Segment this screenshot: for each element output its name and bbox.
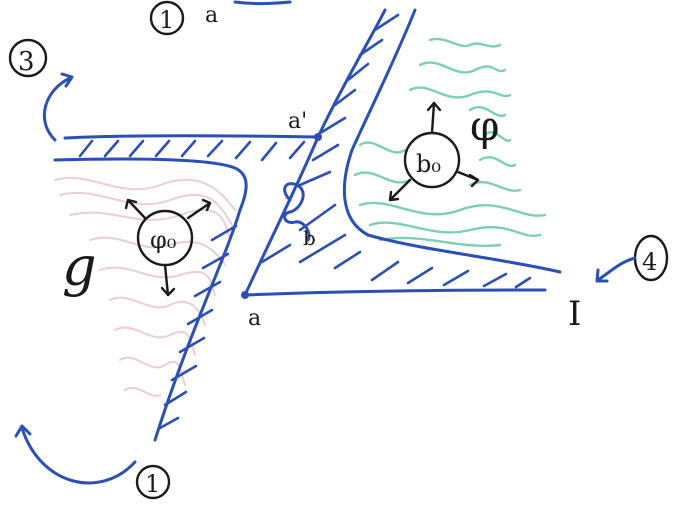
arrows [16, 2, 635, 483]
green-scribble-region [355, 39, 545, 246]
label-b: b [303, 226, 316, 250]
point-a [241, 291, 249, 299]
circled-4: 4 [635, 236, 667, 280]
label-I: I [568, 294, 581, 334]
label-a-top: a [205, 3, 218, 28]
svg-text:1: 1 [159, 6, 174, 34]
circled-3: 3 [10, 40, 46, 77]
arrow-4 [598, 258, 635, 280]
top-stroke [235, 2, 290, 4]
arrow-1-bottom [22, 428, 135, 483]
label-a-mid: a [248, 306, 261, 331]
phi0-label: φ₀ [150, 226, 176, 254]
svg-text:3: 3 [18, 47, 35, 77]
svg-text:1: 1 [145, 470, 160, 498]
phi0-node: φ₀ [126, 200, 210, 295]
svg-text:4: 4 [642, 248, 657, 276]
label-phi: φ [470, 101, 499, 150]
label-g: g [62, 235, 97, 298]
circled-1-bottom: 1 [137, 466, 169, 498]
point-a-prime [314, 133, 322, 141]
label-a-prime: a' [288, 109, 307, 134]
circled-1-top: 1 [151, 2, 183, 34]
b0-label: b₀ [416, 150, 441, 178]
hatching-marks [80, 15, 530, 428]
